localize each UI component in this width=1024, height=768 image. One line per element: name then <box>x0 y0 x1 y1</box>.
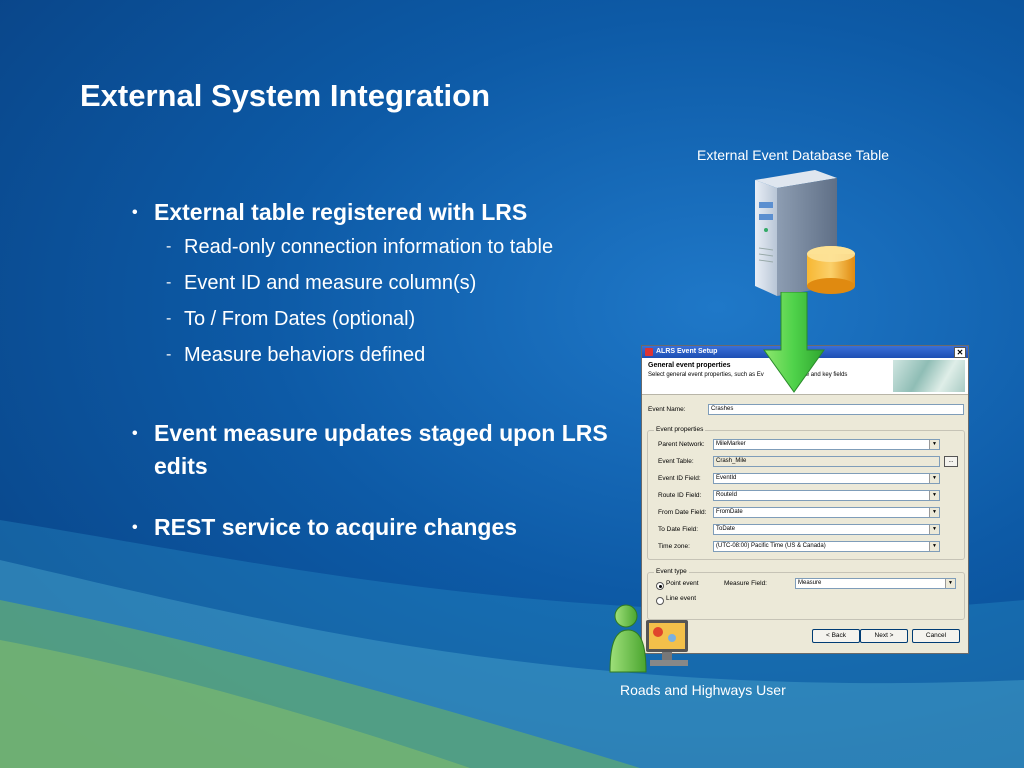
chevron-down-icon[interactable]: ▼ <box>929 474 939 483</box>
sub-bullet-text: Measure behaviors defined <box>184 344 426 366</box>
bullet-list: • External table registered with LRS - R… <box>132 196 612 544</box>
bullet-item: • REST service to acquire changes <box>132 511 612 544</box>
header-title: General event properties <box>648 362 731 369</box>
bullet-item: • External table registered with LRS <box>132 196 612 229</box>
sub-bullet-text: Event ID and measure column(s) <box>184 272 477 294</box>
event-id-dropdown[interactable]: EventId▼ <box>713 473 940 484</box>
to-date-dropdown[interactable]: ToDate▼ <box>713 524 940 535</box>
chevron-down-icon[interactable]: ▼ <box>929 525 939 534</box>
database-label: External Event Database Table <box>697 147 889 163</box>
field-label: Time zone: <box>658 543 690 550</box>
bullet-marker: • <box>132 204 138 221</box>
dialog-title: ALRS Event Setup <box>656 348 718 355</box>
chevron-down-icon[interactable]: ▼ <box>929 440 939 449</box>
from-date-dropdown[interactable]: FromDate▼ <box>713 507 940 518</box>
field-label: Route ID Field: <box>658 492 702 499</box>
bullet-marker: • <box>132 425 138 442</box>
browse-button[interactable]: ... <box>944 456 958 467</box>
time-zone-dropdown[interactable]: (UTC-08:00) Pacific Time (US & Canada)▼ <box>713 541 940 552</box>
parent-network-dropdown[interactable]: MileMarker▼ <box>713 439 940 450</box>
event-setup-dialog: ALRS Event Setup ✕ General event propert… <box>641 345 969 654</box>
next-button[interactable]: Next > <box>860 629 908 643</box>
event-name-input[interactable]: Crashes <box>708 404 964 415</box>
bullet-item: • Event measure updates staged upon LRS … <box>132 417 612 483</box>
point-event-radio[interactable] <box>656 582 664 590</box>
group-label: Event type <box>654 568 689 575</box>
slide-title: External System Integration <box>80 78 491 113</box>
dash-marker: - <box>166 310 172 327</box>
back-button[interactable]: < Back <box>812 629 860 643</box>
chevron-down-icon[interactable]: ▼ <box>929 508 939 517</box>
app-icon <box>645 348 653 356</box>
arrow-down-icon <box>763 292 825 393</box>
chevron-down-icon[interactable]: ▼ <box>945 579 955 588</box>
sub-bullet-item: - Read-only connection information to ta… <box>132 229 612 265</box>
route-id-dropdown[interactable]: RouteId▼ <box>713 490 940 501</box>
field-label: To Date Field: <box>658 526 699 533</box>
event-type-group: Event type <box>647 568 965 620</box>
sub-bullet-item: - Measure behaviors defined <box>132 337 612 373</box>
bullet-text: REST service to acquire changes <box>154 514 518 540</box>
bullet-text: External table registered with LRS <box>154 199 528 225</box>
group-label: Event properties <box>654 426 706 433</box>
measure-field-dropdown[interactable]: Measure▼ <box>795 578 956 589</box>
event-properties-group: Event properties <box>647 426 965 560</box>
chevron-down-icon[interactable]: ▼ <box>929 542 939 551</box>
close-icon[interactable]: ✕ <box>954 347 966 358</box>
field-label: Parent Network: <box>658 441 705 448</box>
event-name-label: Event Name: <box>648 406 686 413</box>
header-description: Select general event properties, such as… <box>648 372 848 378</box>
point-event-label: Point event <box>666 580 699 587</box>
sub-bullet-item: - Event ID and measure column(s) <box>132 265 612 301</box>
line-event-radio[interactable] <box>656 597 664 605</box>
bullet-text: Event measure updates staged upon LRS ed… <box>154 420 608 479</box>
user-computer-icon <box>609 604 688 673</box>
dash-marker: - <box>166 274 172 291</box>
field-label: From Date Field: <box>658 509 707 516</box>
bullet-marker: • <box>132 519 138 536</box>
chevron-down-icon[interactable]: ▼ <box>929 491 939 500</box>
user-label: Roads and Highways User <box>620 682 786 698</box>
dash-marker: - <box>166 238 172 255</box>
sub-bullet-item: - To / From Dates (optional) <box>132 301 612 337</box>
sub-bullet-text: To / From Dates (optional) <box>184 308 416 330</box>
measure-field-label: Measure Field: <box>724 580 767 587</box>
line-event-label: Line event <box>666 595 696 602</box>
event-table-field: Crash_Mile <box>713 456 940 467</box>
server-database-icon <box>755 170 855 296</box>
header-map-image <box>893 360 965 392</box>
sub-bullet-text: Read-only connection information to tabl… <box>184 236 554 258</box>
dash-marker: - <box>166 346 172 363</box>
field-label: Event ID Field: <box>658 475 701 482</box>
cancel-button[interactable]: Cancel <box>912 629 960 643</box>
field-label: Event Table: <box>658 458 694 465</box>
